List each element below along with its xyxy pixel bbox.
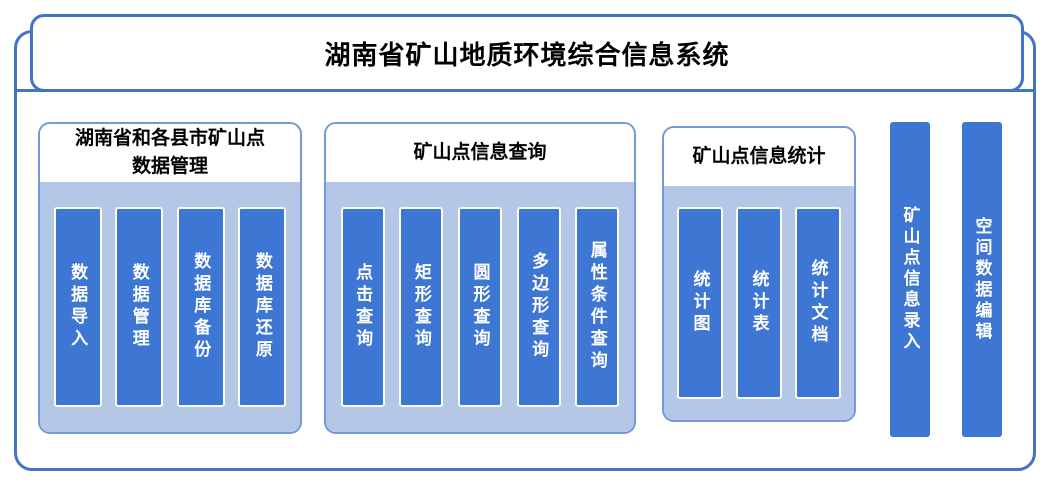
group-info-statistics-body: 统计图 统计表 统计文档 [664,186,854,420]
system-title: 湖南省矿山地质环境综合信息系统 [324,40,730,71]
module-rectangle-query-label: 矩形查询 [410,263,431,351]
module-data-import-label: 数据导入 [67,263,88,351]
group-data-management: 湖南省和各县市矿山点 数据管理 数据导入 数据管理 数据库备份 数据库还原 [38,122,302,434]
group-info-query-body: 点击查询 矩形查询 圆形查询 多边形查询 属性条件查询 [326,182,634,432]
module-statistics-chart-label: 统计图 [689,270,710,336]
group-info-query: 矿山点信息查询 点击查询 矩形查询 圆形查询 多边形查询 属性条件查询 [324,122,636,434]
module-click-query: 点击查询 [340,207,385,407]
group-info-query-title: 矿山点信息查询 [326,124,634,182]
module-database-backup: 数据库备份 [176,207,225,407]
group-data-management-body: 数据导入 数据管理 数据库备份 数据库还原 [40,182,300,432]
module-data-management: 数据管理 [115,207,164,407]
module-database-restore: 数据库还原 [238,207,287,407]
module-database-restore-label: 数据库还原 [251,252,272,362]
module-statistics-document-label: 统计文档 [807,259,828,347]
group-info-statistics-title: 矿山点信息统计 [664,128,854,186]
module-spatial-data-edit-label: 空间数据编辑 [971,216,992,343]
group-info-statistics: 矿山点信息统计 统计图 统计表 统计文档 [662,126,856,422]
module-statistics-chart: 统计图 [677,207,723,399]
module-attribute-condition-query: 属性条件查询 [575,207,620,407]
system-title-box: 湖南省矿山地质环境综合信息系统 [30,14,1024,92]
module-data-import: 数据导入 [53,207,102,407]
module-attribute-condition-query-label: 属性条件查询 [586,241,607,373]
module-circle-query-label: 圆形查询 [469,263,490,351]
module-polygon-query-label: 多边形查询 [528,252,549,362]
module-data-management-label: 数据管理 [128,263,149,351]
module-statistics-table: 统计表 [736,207,782,399]
module-database-backup-label: 数据库备份 [190,252,211,362]
module-rectangle-query: 矩形查询 [399,207,444,407]
module-statistics-document: 统计文档 [795,207,841,399]
module-polygon-query: 多边形查询 [516,207,561,407]
module-circle-query: 圆形查询 [457,207,502,407]
module-spatial-data-edit: 空间数据编辑 [962,122,1002,437]
module-mine-info-entry-label: 矿山点信息录入 [899,206,920,353]
module-statistics-table-label: 统计表 [748,270,769,336]
group-data-management-title: 湖南省和各县市矿山点 数据管理 [40,124,300,182]
module-click-query-label: 点击查询 [352,263,373,351]
module-mine-info-entry: 矿山点信息录入 [890,122,930,437]
